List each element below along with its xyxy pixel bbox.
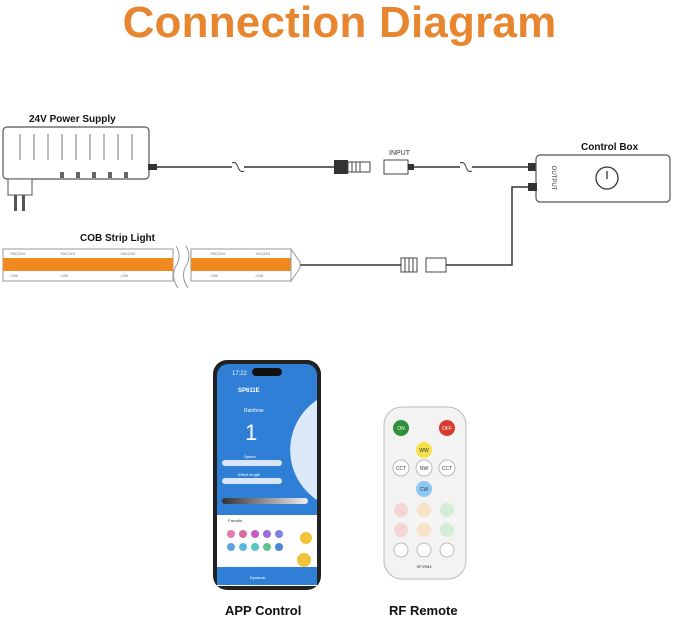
app-control-label: APP Control: [225, 603, 302, 618]
power-supply: [2, 126, 157, 211]
strip-mark-c-4: -CW: [210, 273, 218, 278]
control-box: [528, 154, 671, 203]
remote-cw: CW: [420, 487, 429, 493]
rf-remote: [383, 406, 467, 580]
remote-brand: SP-RM4: [416, 564, 432, 569]
cob-strip: +DC24V +DC24V +DC24V +DC24V +DC24V -CW -…: [2, 245, 301, 289]
remote-on: ON: [397, 426, 405, 432]
strip-mark-c-5: -CW: [255, 273, 263, 278]
remote-cct-minus: CCT: [396, 466, 406, 472]
remote-cct-plus: CCT: [442, 466, 452, 472]
phone-effect: Effect length: [238, 472, 260, 477]
phone-time: 17:22: [232, 371, 248, 377]
strip-mark-c-3: -CW: [120, 273, 128, 278]
strip-mark-plus-4: +DC24V: [210, 251, 226, 256]
remote-nw: NW: [420, 466, 429, 472]
control-box-label: Control Box: [581, 142, 639, 153]
input-label: INPUT: [389, 150, 410, 157]
phone-speed: Speed: [244, 454, 256, 459]
remote-ww: WW: [419, 448, 429, 454]
phone-mode: Rainbow: [244, 408, 264, 414]
strip-mark-plus-1: +DC24V: [10, 251, 26, 256]
phone-tab: Dynamic: [250, 575, 266, 580]
dc-connector: [334, 159, 414, 175]
strip-mark-c-1: -CW: [10, 273, 18, 278]
rf-remote-label: RF Remote: [389, 603, 458, 618]
output-label: OUTPUT: [550, 166, 556, 191]
remote-off: OFF: [442, 426, 452, 432]
phone-number: 1: [245, 420, 257, 445]
strip-mark-plus-5: +DC24V: [255, 251, 271, 256]
strip-label: COB Strip Light: [80, 233, 155, 244]
power-supply-label: 24V Power Supply: [29, 114, 116, 125]
phone-favorite: Favorite: [228, 518, 243, 523]
strip-mark-plus-3: +DC24V: [120, 251, 136, 256]
strip-mark-c-2: -CW: [60, 273, 68, 278]
phone-device: SP611E: [238, 388, 260, 394]
phone: [213, 360, 321, 590]
strip-mark-plus-2: +DC24V: [60, 251, 76, 256]
strip-connector: [400, 257, 447, 273]
diagram-title: Connection Diagram: [122, 0, 557, 47]
